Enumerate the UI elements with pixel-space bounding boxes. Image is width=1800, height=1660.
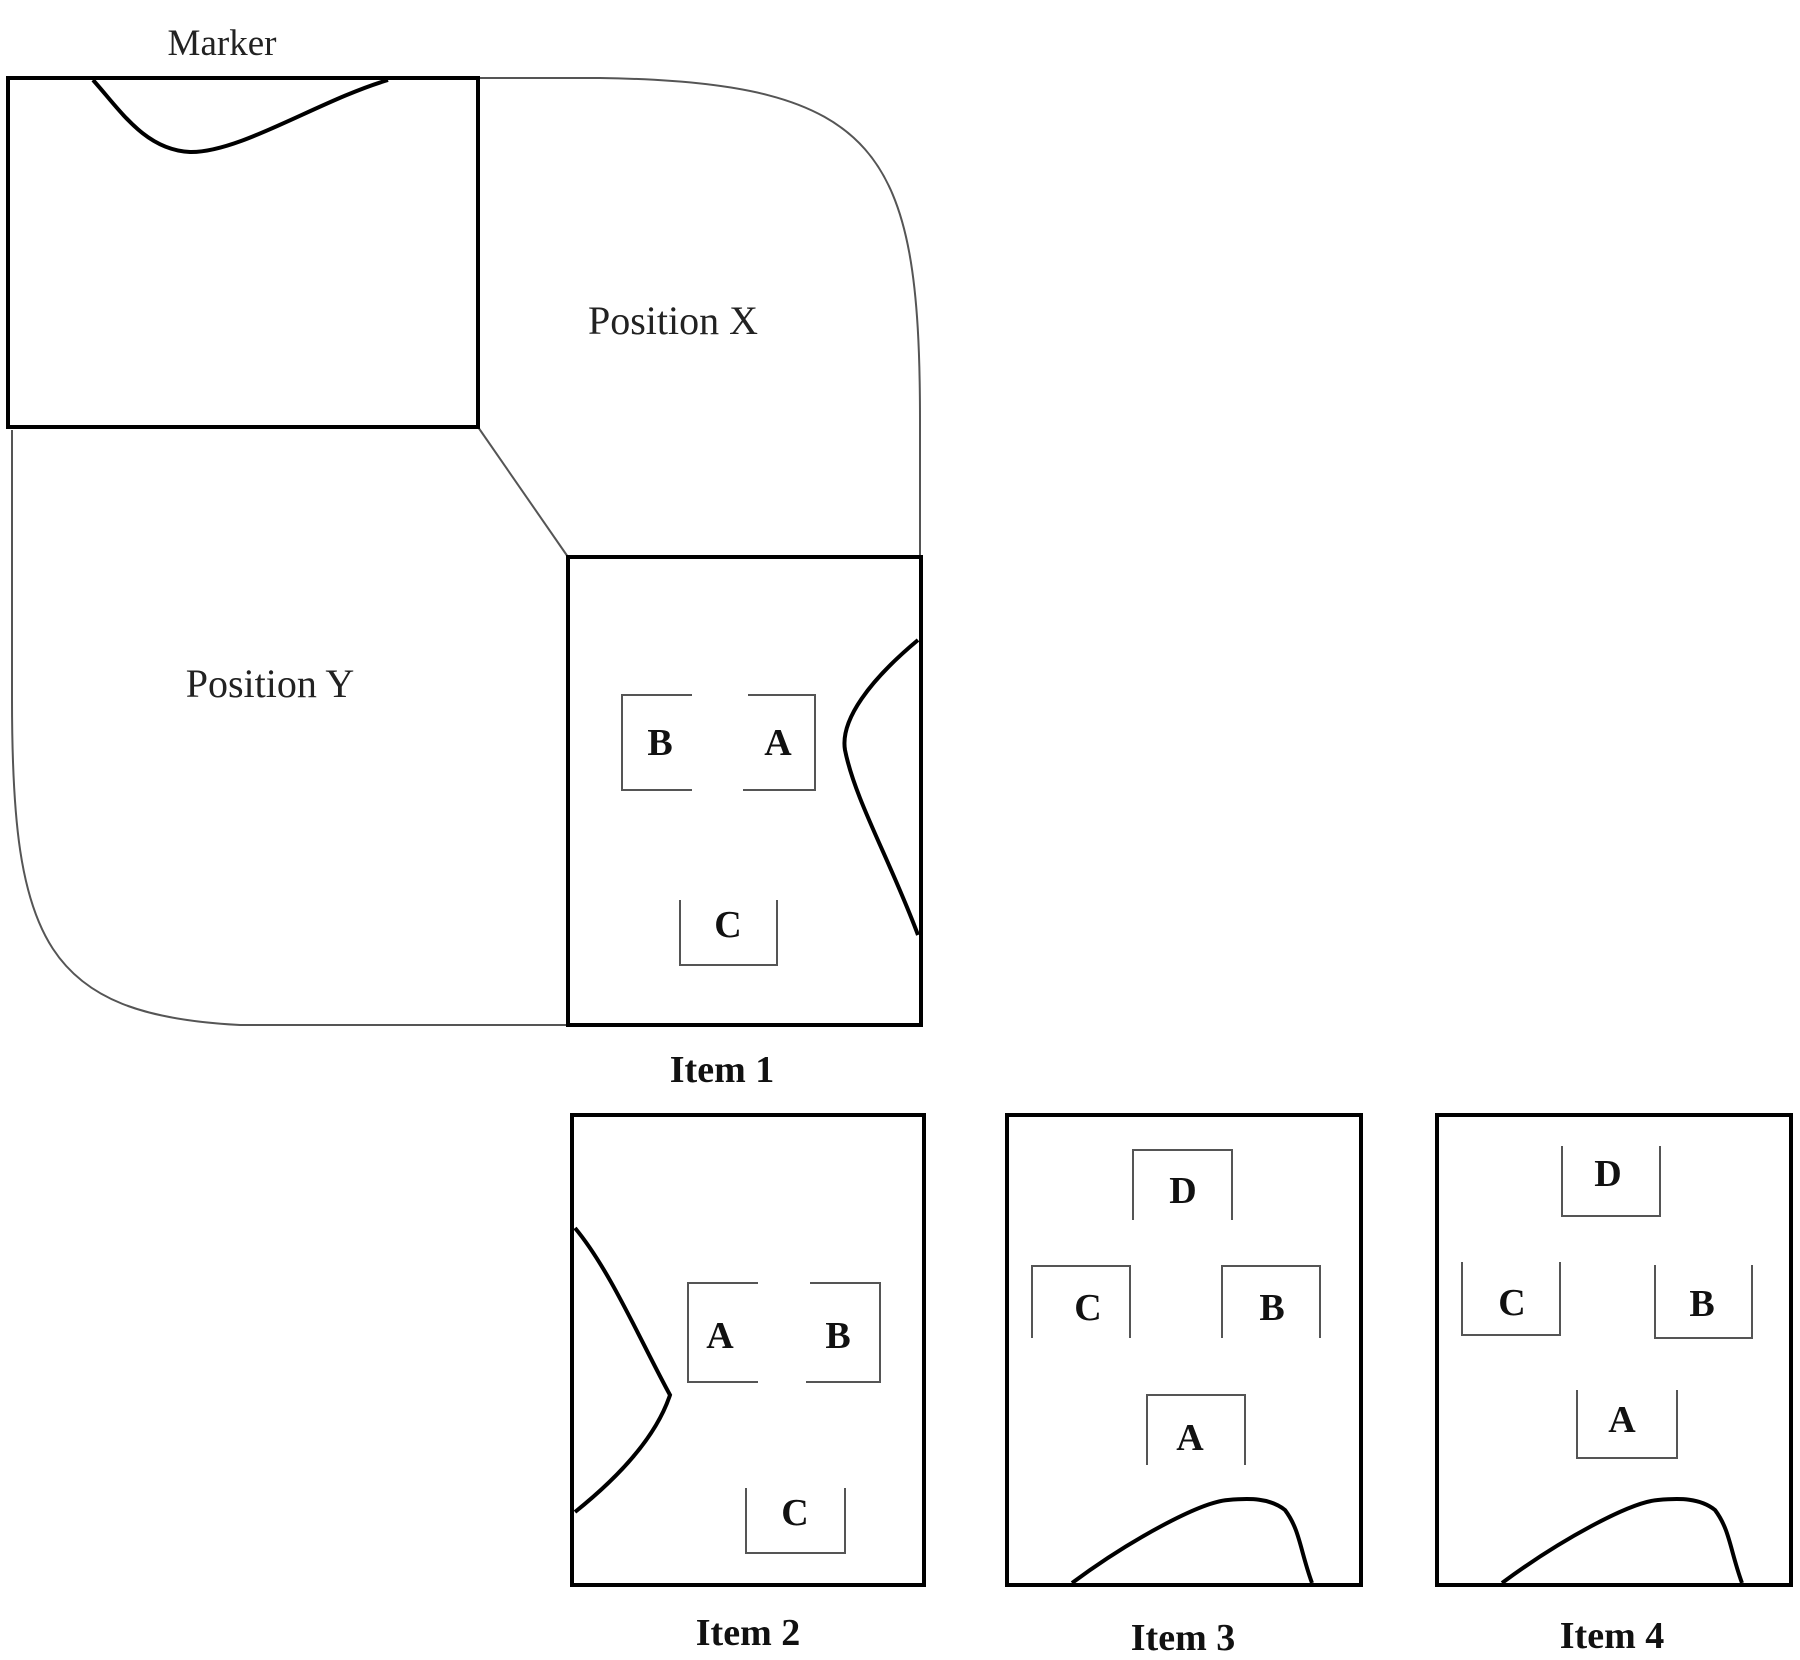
marker-label: Marker	[168, 23, 277, 64]
item-1-box-a: A	[743, 694, 816, 791]
item-4-box-c-label: C	[1498, 1282, 1525, 1324]
item-2-card: A B C	[570, 1113, 926, 1587]
item-2-box-c: C	[745, 1488, 846, 1554]
item-3-box-a-label: A	[1176, 1417, 1204, 1459]
item-3-box-d-label: D	[1169, 1170, 1196, 1212]
item-1-box-c-label: C	[714, 904, 741, 946]
item-3-box-c: C	[1031, 1265, 1131, 1338]
item-3-card: D C B A	[1005, 1113, 1363, 1587]
item-2-caption: Item 2	[696, 1612, 800, 1654]
position-x-label: Position X	[588, 298, 758, 343]
item-4-box-d: D	[1561, 1146, 1661, 1217]
item-4-box-d-label: D	[1594, 1153, 1621, 1195]
diagonal-connector	[477, 426, 569, 558]
item-4-box-b: B	[1654, 1265, 1753, 1339]
marker-card	[6, 76, 480, 429]
item-4-box-c: C	[1461, 1262, 1561, 1336]
item-1-caption: Item 1	[670, 1049, 774, 1091]
item-1-box-b: B	[621, 694, 692, 791]
item-3-box-b: B	[1221, 1265, 1321, 1338]
item-3-box-c-label: C	[1074, 1287, 1101, 1329]
item-2-box-b-label: B	[825, 1315, 850, 1357]
item-1-box-a-label: A	[764, 722, 792, 764]
item-2-box-a-label: A	[706, 1315, 734, 1357]
item-1-card: B A C	[566, 555, 923, 1027]
item-4-caption: Item 4	[1560, 1615, 1664, 1657]
position-y-label: Position Y	[186, 661, 355, 706]
item-2-box-c-label: C	[781, 1492, 808, 1534]
item-2-box-b: B	[806, 1282, 881, 1383]
item-4-box-b-label: B	[1689, 1283, 1714, 1325]
item-4-box-a: A	[1576, 1390, 1678, 1459]
item-3-box-d: D	[1132, 1149, 1233, 1220]
item-3-box-b-label: B	[1259, 1287, 1284, 1329]
item-2-box-a: A	[687, 1282, 758, 1383]
item-3-caption: Item 3	[1131, 1617, 1235, 1659]
item-4-card: D C B A	[1435, 1113, 1793, 1587]
item-1-box-b-label: B	[647, 722, 672, 764]
item-3-box-a: A	[1146, 1394, 1246, 1465]
item-1-box-c: C	[679, 900, 778, 966]
table-outline	[11, 77, 921, 1026]
item-4-box-a-label: A	[1608, 1399, 1636, 1441]
